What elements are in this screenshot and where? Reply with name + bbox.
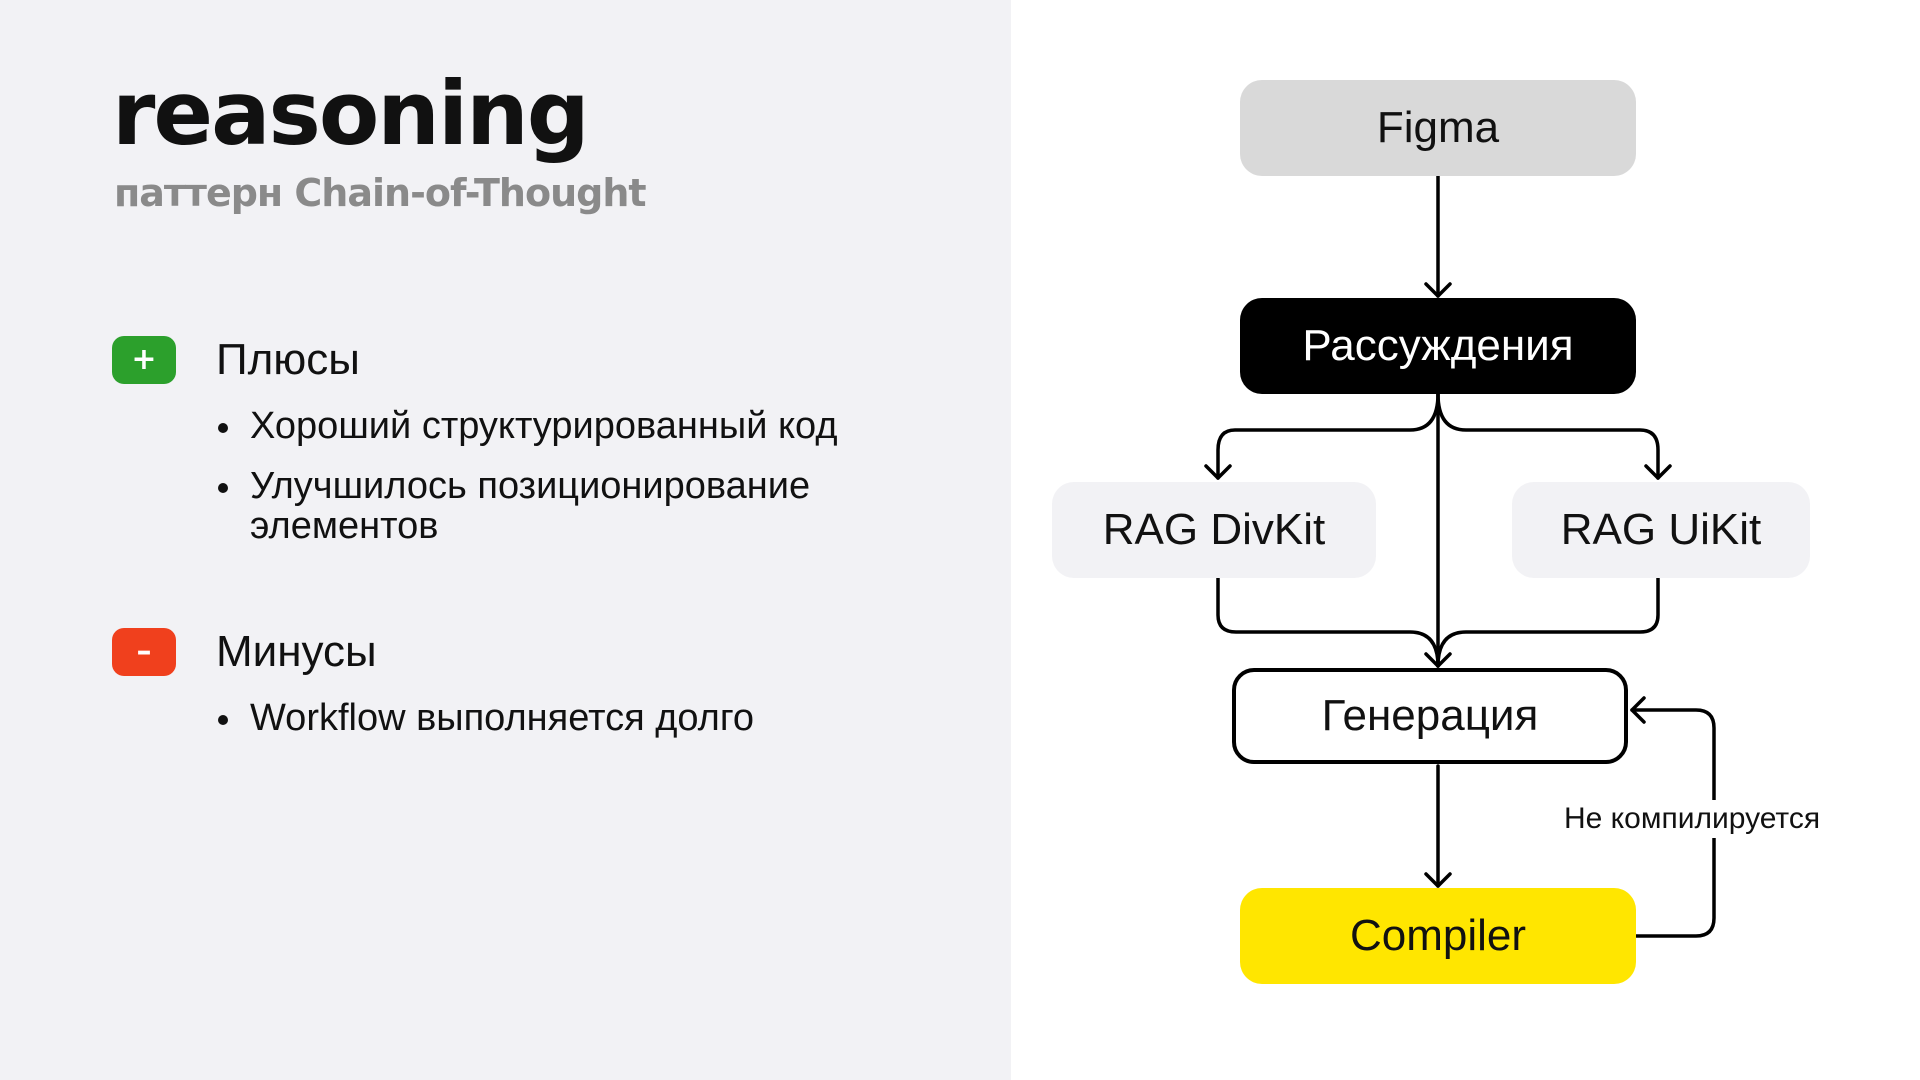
node-figma: Figma (1240, 80, 1636, 176)
node-rag-uikit: RAG UiKit (1512, 482, 1810, 578)
page-subtitle: паттерн Chain-of-Thought (114, 171, 647, 215)
cons-header: – Минусы (112, 627, 970, 676)
cons-list: Workflow выполняется долго (216, 698, 970, 738)
node-generation: Генерация (1232, 668, 1628, 764)
page-title: reasoning (112, 62, 590, 165)
pros-section: + Плюсы Хороший структурированный код Ул… (112, 335, 970, 566)
plus-icon: + (112, 336, 176, 384)
node-rag-divkit: RAG DivKit (1052, 482, 1376, 578)
edge-label-not-compiling: Не компилируется (1560, 800, 1825, 838)
node-reasoning: Рассуждения (1240, 298, 1636, 394)
list-item: Workflow выполняется долго (216, 698, 970, 738)
list-item: Улучшилось позиционирование элементов (216, 466, 830, 546)
cons-section: – Минусы Workflow выполняется долго (112, 627, 970, 758)
minus-icon: – (112, 628, 176, 676)
cons-label: Минусы (216, 627, 377, 676)
pros-label: Плюсы (216, 335, 360, 384)
left-panel: reasoning паттерн Chain-of-Thought + Плю… (0, 0, 1011, 1080)
pros-list: Хороший структурированный код Улучшилось… (216, 406, 970, 546)
pros-header: + Плюсы (112, 335, 970, 384)
list-item: Хороший структурированный код (216, 406, 970, 446)
node-compiler: Compiler (1240, 888, 1636, 984)
